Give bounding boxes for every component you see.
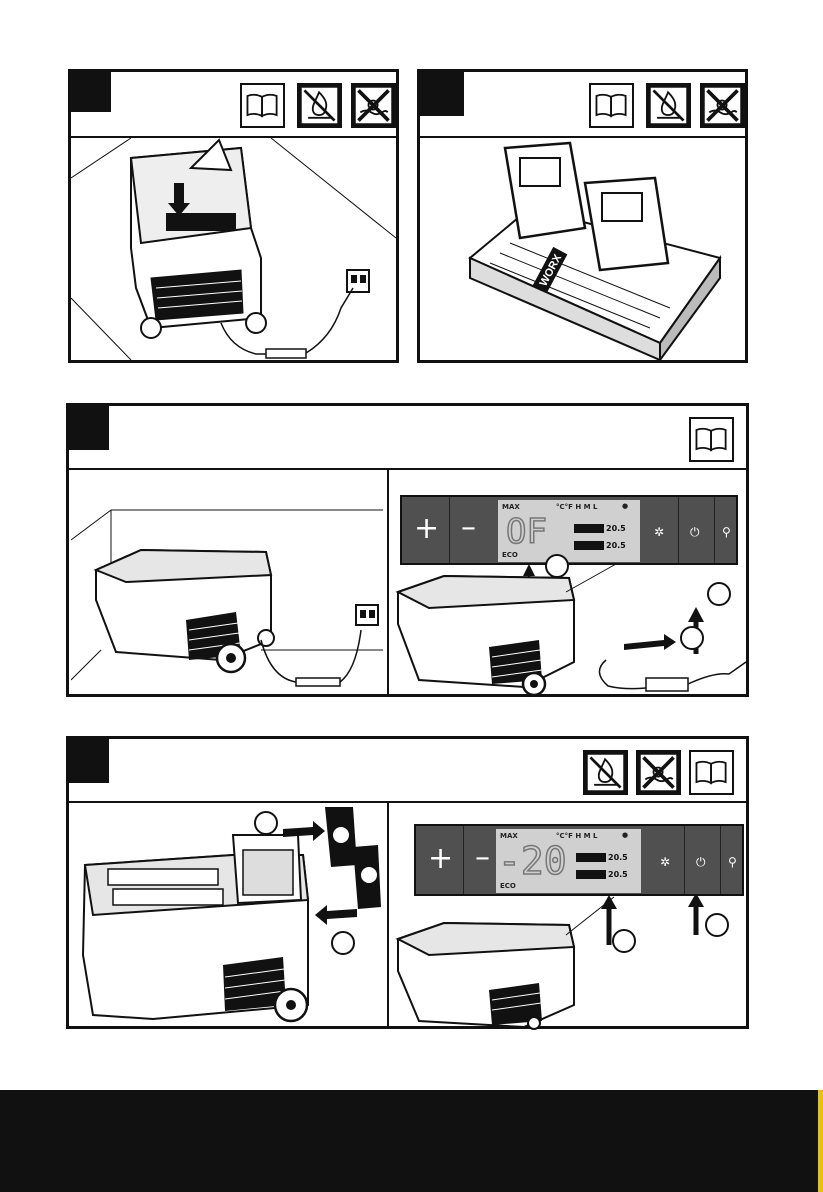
step-panel-2: WORX (417, 69, 748, 363)
no-water-symbol (700, 83, 745, 128)
main-readout: OF (506, 512, 547, 552)
fan-icon[interactable]: ⚲ (722, 525, 731, 539)
step-number-box (71, 72, 111, 112)
callout-circle (331, 931, 355, 955)
step-panel-3: + – MAX °C°F H M L ● OF ECO 20.5 20.5 ✲ … (66, 403, 749, 697)
footer-accent-edge (818, 1090, 823, 1192)
step-panel-4: + – MAX °C°F H M L ● -20 ECO 20.5 20.5 ✲… (66, 736, 749, 1029)
callout-circle (680, 626, 704, 650)
arrow-icon (315, 905, 357, 925)
no-fire-symbol (297, 83, 342, 128)
lcd-screen: MAX °C°F H M L ● OF ECO 20.5 20.5 (498, 500, 640, 562)
power-icon[interactable]: ⏻ (696, 855, 706, 870)
button-separator (720, 826, 721, 894)
manual-icon (242, 85, 283, 126)
page-footer-band (0, 1090, 818, 1192)
minus-button[interactable]: – (461, 510, 476, 545)
step-number-box (420, 72, 464, 116)
callout-circle (545, 554, 569, 578)
cooler-control-illustration (394, 895, 749, 1030)
zone2-bar (574, 541, 604, 550)
zone2-temp: 20.5 (606, 541, 626, 550)
control-panel-display: + – MAX °C°F H M L ● -20 ECO 20.5 20.5 ✲… (414, 824, 744, 896)
arrow-icon (688, 607, 704, 622)
mode-label: °C°F H M L (556, 503, 598, 511)
control-panel-display: + – MAX °C°F H M L ● OF ECO 20.5 20.5 ✲ … (400, 495, 738, 565)
fan-indicator-icon: ● (622, 831, 628, 839)
step-header (69, 739, 746, 803)
plus-button[interactable]: + (414, 511, 439, 546)
step-header (420, 72, 745, 138)
callout-circle (612, 929, 636, 953)
step-illustration (71, 138, 396, 360)
callout-circle (707, 582, 731, 606)
button-separator (714, 497, 715, 563)
lcd-screen: MAX °C°F H M L ● -20 ECO 20.5 20.5 (496, 829, 641, 893)
main-readout: -20 (498, 839, 567, 883)
eco-label: ECO (500, 882, 516, 890)
zone2-bar (576, 870, 606, 879)
button-separator (463, 826, 464, 894)
zone1-temp: 20.5 (608, 853, 628, 862)
no-fire-symbol (583, 750, 628, 795)
read-manual-symbol (589, 83, 634, 128)
no-water-symbol (351, 83, 396, 128)
step-number-box (69, 739, 109, 783)
zone1-bar (576, 853, 606, 862)
read-manual-symbol (240, 83, 285, 128)
read-manual-symbol (689, 750, 734, 795)
step-number-box (69, 406, 109, 450)
manual-icon (591, 85, 632, 126)
fan-indicator-icon: ● (622, 502, 628, 510)
fan-icon[interactable]: ⚲ (728, 855, 737, 869)
settings-icon[interactable]: ✲ (660, 855, 670, 869)
zone1-bar (574, 524, 604, 533)
step-header (71, 72, 396, 138)
cooler-on-floor-illustration (71, 138, 396, 360)
callout-circle (254, 811, 278, 835)
zone1-temp: 20.5 (606, 524, 626, 533)
button-separator (684, 826, 685, 894)
button-separator (678, 497, 679, 563)
cooler-battery-illustration (73, 805, 385, 1025)
dual-charger-illustration: WORX (420, 138, 745, 360)
manual-icon (691, 419, 732, 460)
panel-divider (387, 803, 389, 1026)
arrow-icon (601, 895, 617, 909)
no-water-icon (702, 85, 743, 126)
settings-icon[interactable]: ✲ (654, 525, 664, 539)
read-manual-symbol (689, 417, 734, 462)
step-panel-1 (68, 69, 399, 363)
plus-button[interactable]: + (428, 841, 453, 876)
no-water-symbol (636, 750, 681, 795)
step-header (69, 406, 746, 470)
max-label: MAX (502, 503, 520, 511)
step-body: + – MAX °C°F H M L ● -20 ECO 20.5 20.5 ✲… (69, 803, 746, 1026)
callout-circle (705, 913, 729, 937)
manual-icon (691, 752, 732, 793)
no-fire-icon (648, 85, 689, 126)
zone2-temp: 20.5 (608, 870, 628, 879)
no-fire-icon (299, 85, 340, 126)
no-fire-symbol (646, 83, 691, 128)
panel-divider (387, 470, 389, 694)
eco-label: ECO (502, 551, 518, 559)
arrow-icon (688, 895, 704, 907)
step-body: + – MAX °C°F H M L ● OF ECO 20.5 20.5 ✲ … (69, 470, 746, 694)
button-separator (449, 497, 450, 563)
no-fire-icon (585, 752, 626, 793)
no-water-icon (638, 752, 679, 793)
minus-button[interactable]: – (475, 840, 490, 875)
arrow-icon (624, 634, 676, 650)
no-water-icon (353, 85, 394, 126)
cooler-room-illustration (71, 480, 383, 690)
step-illustration: WORX (420, 138, 745, 360)
power-icon[interactable]: ⏻ (690, 525, 700, 540)
